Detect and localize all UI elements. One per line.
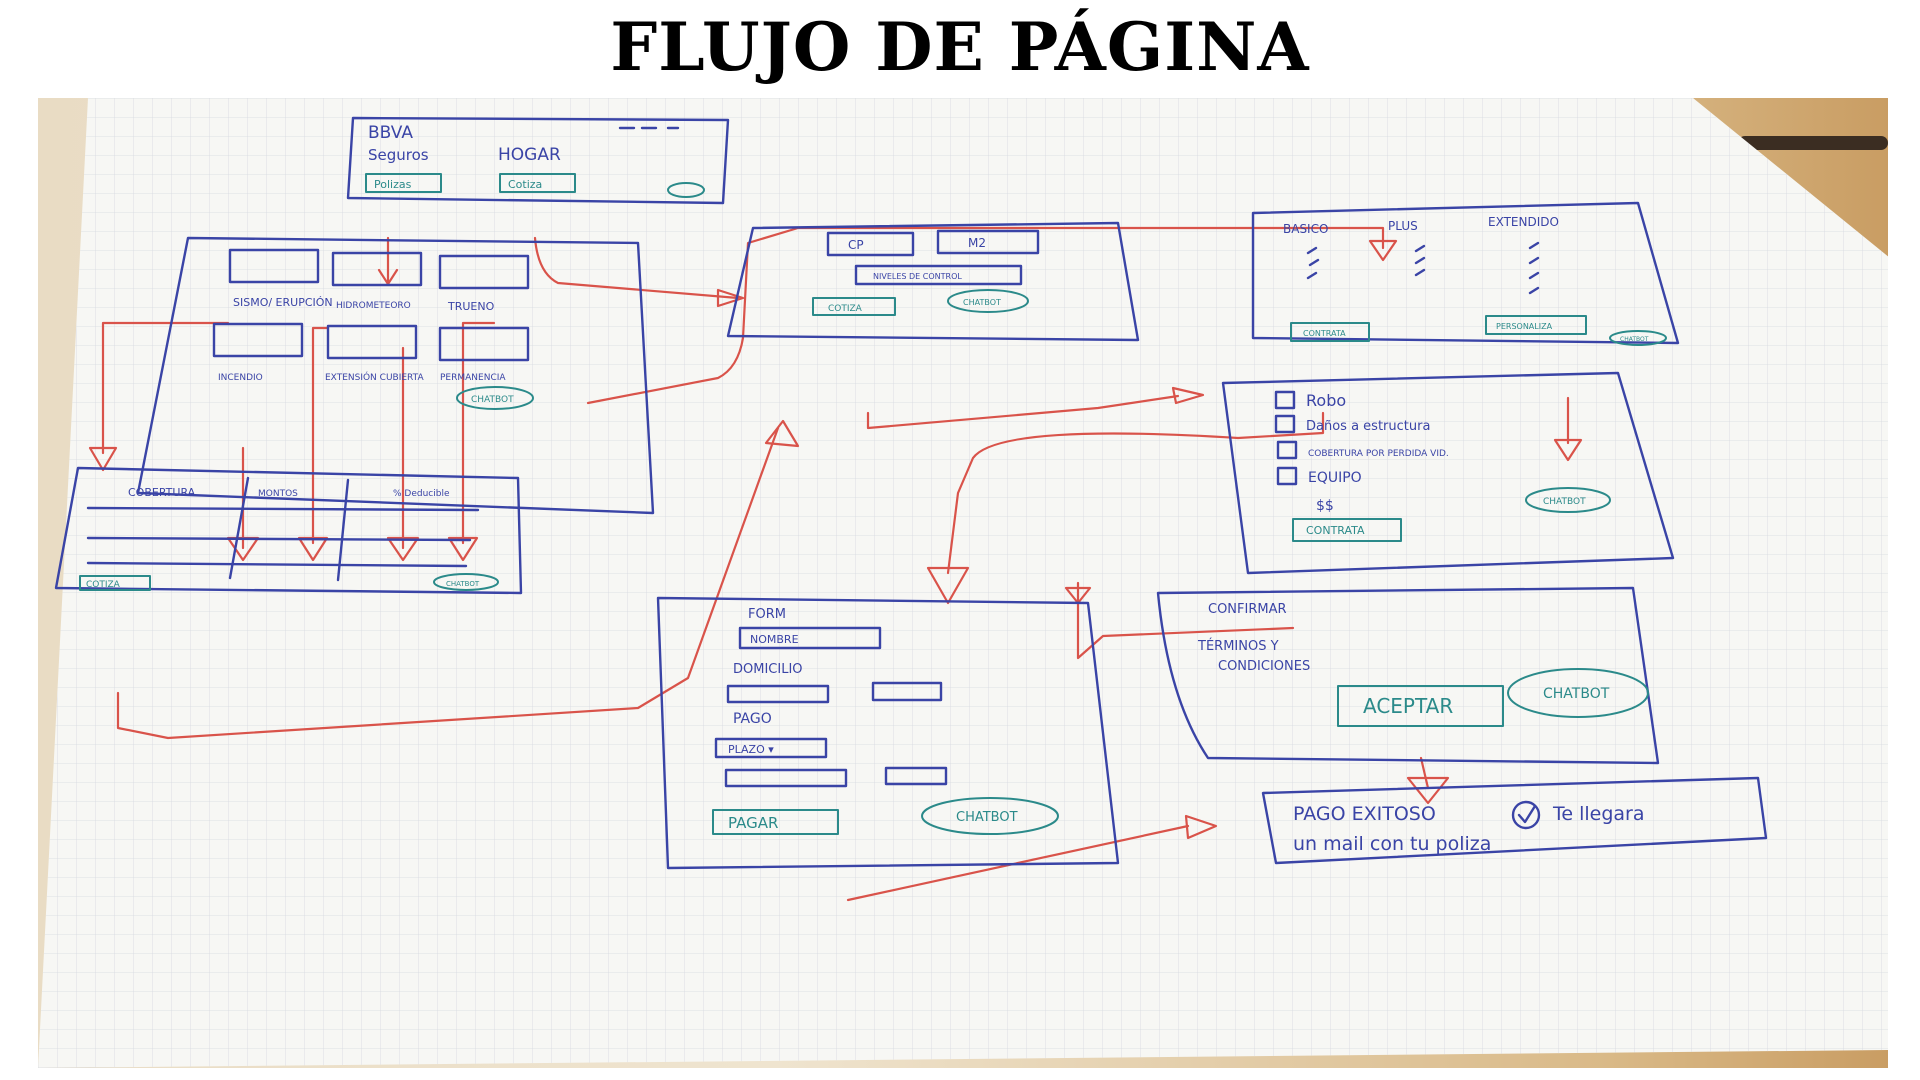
control-level-select[interactable]: NIVELES DE CONTROL <box>873 272 962 281</box>
terms-label: CONDICIONES <box>1218 659 1310 674</box>
chatbot-icon <box>667 182 705 198</box>
terms-label: TÉRMINOS Y <box>1197 638 1279 654</box>
screen-home: BBVA Seguros HOGAR Polizas Cotiza <box>346 116 730 205</box>
chatbot-button[interactable]: CHATBOT <box>1543 686 1610 702</box>
option-label: EQUIPO <box>1308 470 1362 486</box>
quote-button[interactable]: COTIZA <box>86 580 121 590</box>
contract-button[interactable]: CONTRATA <box>1303 329 1346 338</box>
coverage-label: EXTENSIÓN CUBIERTA <box>325 371 424 383</box>
screen-form: FORM NOMBRE DOMICILIO PAGO PLAZO ▾ PAGAR… <box>656 596 1120 870</box>
coverage-label: TRUENO <box>447 300 495 313</box>
quote-button[interactable]: Cotiza <box>508 178 542 191</box>
success-message: Te llegara <box>1552 803 1645 825</box>
coverage-label: INCENDIO <box>218 373 263 383</box>
sketch-photo: BBVA Seguros HOGAR Polizas Cotiza SISMO/… <box>38 98 1888 1068</box>
screen-coverages: SISMO/ ERUPCIÓN HIDROMETEORO TRUENO INCE… <box>136 236 655 515</box>
table-edge <box>1738 136 1888 150</box>
price-label: $$ <box>1316 498 1334 514</box>
name-field[interactable]: NOMBRE <box>750 633 799 646</box>
screen-customize: Robo Daños a estructura COBERTURA POR PE… <box>1221 371 1675 575</box>
check-icon <box>1511 800 1541 830</box>
policies-button[interactable]: Polizas <box>374 178 412 191</box>
chatbot-button[interactable]: CHATBOT <box>1543 497 1586 507</box>
plan-extended-label: EXTENDIDO <box>1488 215 1559 229</box>
option-label: Robo <box>1306 391 1346 410</box>
table-header: MONTOS <box>258 489 298 499</box>
chatbot-button[interactable]: CHATBOT <box>963 298 1001 307</box>
chatbot-button[interactable]: CHATBOT <box>956 810 1018 825</box>
brand-label: BBVA <box>368 123 413 143</box>
screen-success: PAGO EXITOSO Te llegara un mail con tu p… <box>1261 776 1768 865</box>
payment-label: PAGO <box>733 711 772 727</box>
table-header: % Deducible <box>393 489 450 499</box>
screen-plans: BASICO PLUS EXTENDIDO CONTRATA PERSONALI… <box>1251 201 1680 346</box>
address-label: DOMICILIO <box>733 662 803 677</box>
card-number-field[interactable] <box>724 768 848 788</box>
coverage-label: HIDROMETEORO <box>336 301 411 311</box>
quote-button[interactable]: COTIZA <box>828 304 863 314</box>
term-select[interactable]: PLAZO ▾ <box>728 743 774 756</box>
option-label: Daños a estructura <box>1306 419 1430 434</box>
pay-button[interactable]: PAGAR <box>728 814 778 832</box>
screen-quote: CP M2 NIVELES DE CONTROL COTIZA CHATBOT <box>726 221 1140 342</box>
accept-button[interactable]: ACEPTAR <box>1363 694 1453 718</box>
option-label: COBERTURA POR PERDIDA VID. <box>1308 449 1449 459</box>
paper-sketch: BBVA Seguros HOGAR Polizas Cotiza SISMO/… <box>38 98 1888 1068</box>
address-field[interactable] <box>726 684 830 704</box>
confirm-heading: CONFIRMAR <box>1208 602 1287 617</box>
flow-arrows <box>88 226 1583 902</box>
success-message: un mail con tu poliza <box>1293 833 1491 855</box>
screen-confirm: CONFIRMAR TÉRMINOS Y CONDICIONES ACEPTAR… <box>1156 586 1660 765</box>
plan-plus-label: PLUS <box>1388 219 1418 233</box>
chatbot-button[interactable]: CHATBOT <box>446 580 480 588</box>
section-label: HOGAR <box>498 145 561 165</box>
address-number-field[interactable] <box>871 681 943 702</box>
customize-button[interactable]: PERSONALIZA <box>1496 322 1553 331</box>
cp-field[interactable]: CP <box>848 238 864 252</box>
m2-field[interactable]: M2 <box>968 236 986 250</box>
coverage-label: SISMO/ ERUPCIÓN <box>233 296 333 309</box>
chatbot-button[interactable]: CHATBOT <box>1620 336 1649 343</box>
success-message: PAGO EXITOSO <box>1293 803 1436 825</box>
page-title: FLUJO DE PÁGINA <box>610 8 1310 86</box>
card-cvv-field[interactable] <box>884 766 948 786</box>
screen-table: COBERTURA MONTOS % Deducible COTIZA CHAT… <box>54 466 523 595</box>
contract-button[interactable]: CONTRATA <box>1306 524 1365 537</box>
table-header: COBERTURA <box>128 486 196 499</box>
brand-subtitle: Seguros <box>368 146 429 164</box>
coverage-label: PERMANENCIA <box>440 373 506 383</box>
form-heading: FORM <box>748 607 786 622</box>
chatbot-button[interactable]: CHATBOT <box>471 395 514 405</box>
plan-basic-label: BASICO <box>1283 222 1328 236</box>
